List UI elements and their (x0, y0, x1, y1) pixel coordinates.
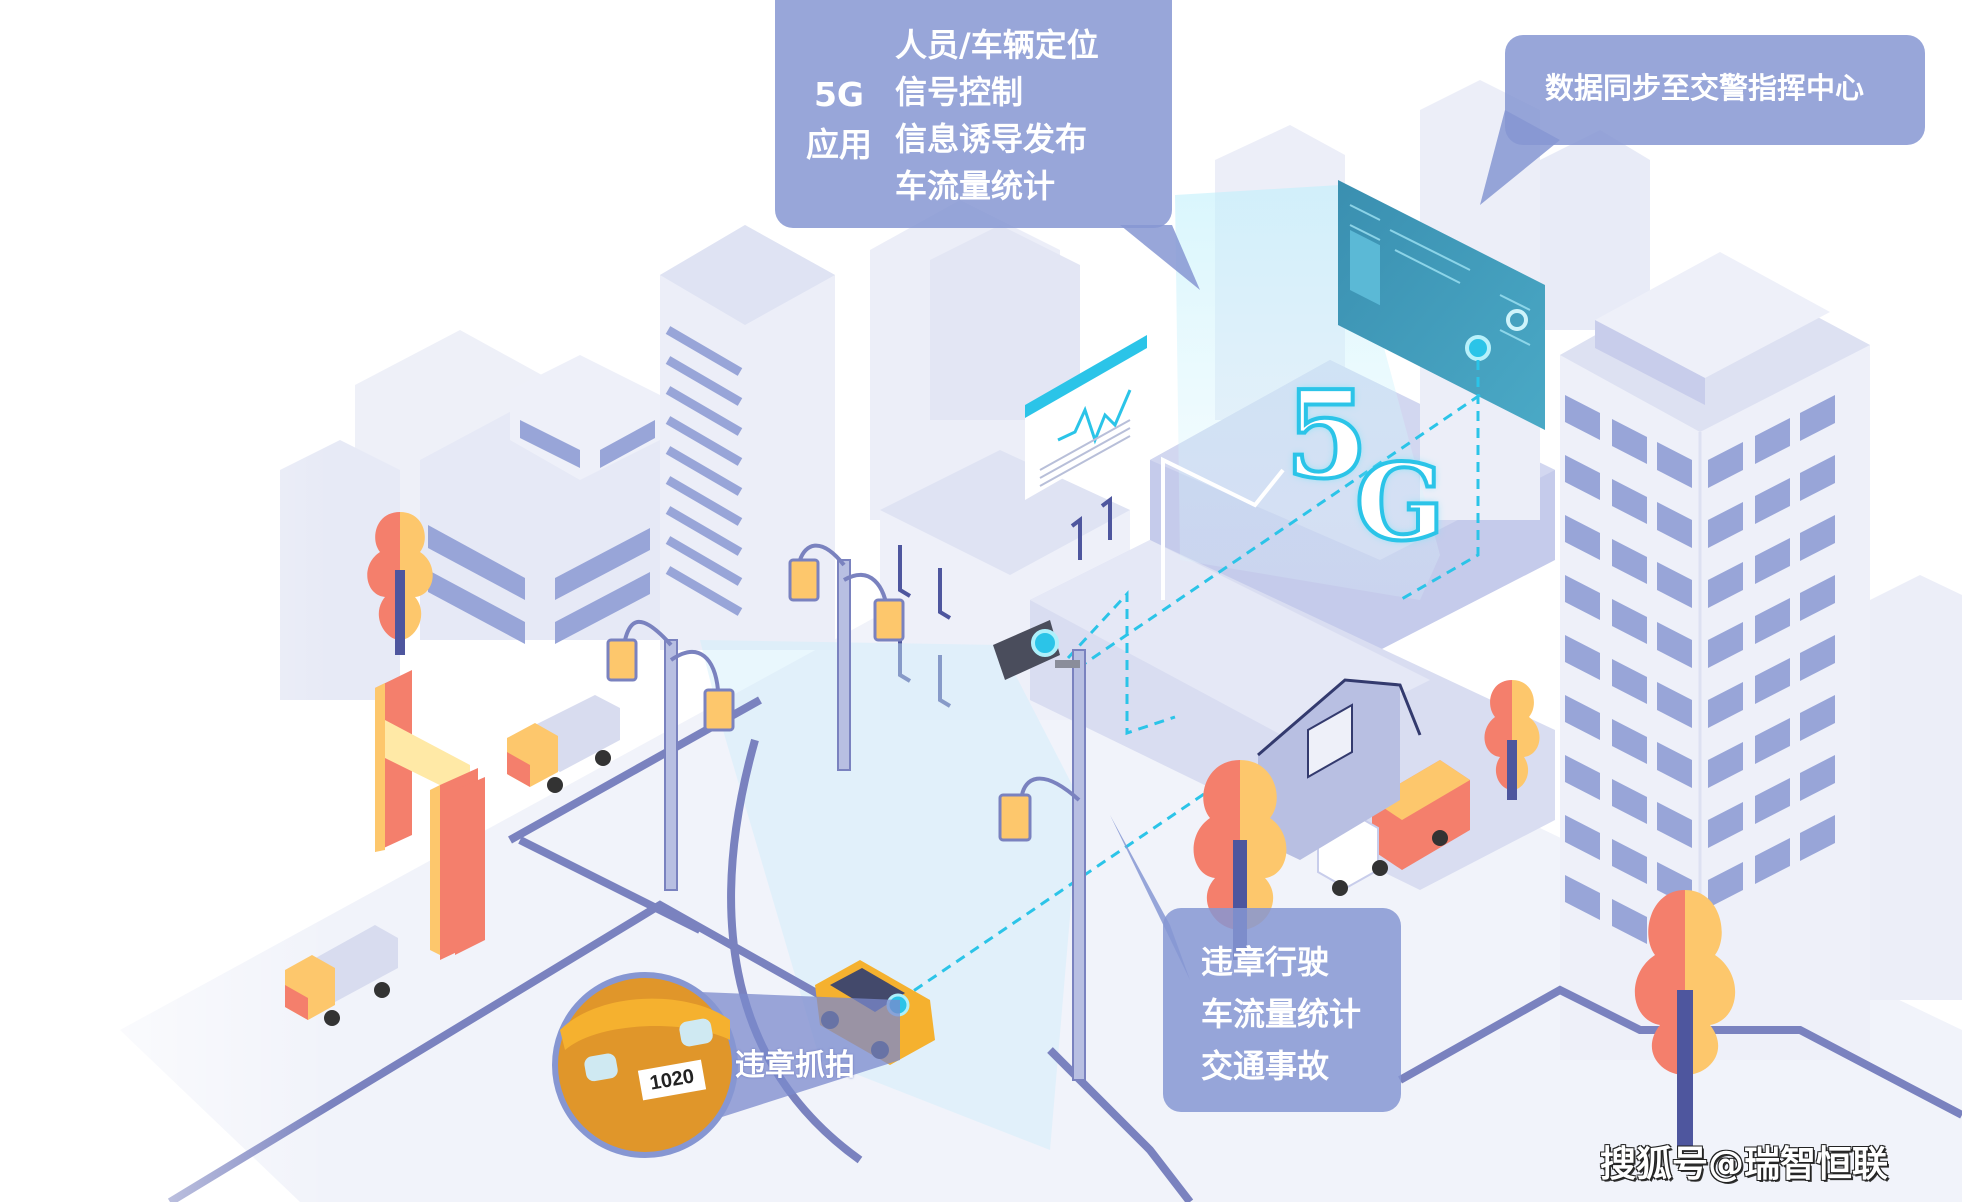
truck-left-2 (507, 695, 620, 793)
dashboard-screen (1338, 180, 1545, 430)
title-application: 应用 (806, 125, 872, 164)
bubble-5g-list: 人员/车辆定位 信号控制 信息诱导发布 车流量统计 (895, 22, 1099, 210)
tree-left (367, 512, 433, 655)
list-item: 车流量统计 (1201, 995, 1362, 1033)
truck-left-1 (285, 925, 398, 1026)
building-left-office (420, 355, 660, 644)
bubble-events-list: 违章行驶 车流量统计 交通事故 (1201, 936, 1361, 1092)
heartbeat-screen (1025, 335, 1147, 500)
list-item: 人员/车辆定位 (895, 26, 1099, 64)
magnifier-circle (552, 972, 738, 1158)
left-fade (0, 0, 330, 1202)
list-item: 交通事故 (1201, 1047, 1330, 1085)
list-item: 违章行驶 (1201, 943, 1330, 981)
bubble-traffic-events: 违章行驶 车流量统计 交通事故 (1163, 908, 1401, 1112)
truck-right (1317, 760, 1470, 896)
5g-sign-g: G (1353, 438, 1447, 566)
bubble-5g-applications: 5G 应用 人员/车辆定位 信号控制 信息诱导发布 车流量统计 (775, 0, 1172, 228)
barn-building (1257, 678, 1422, 860)
5g-sign-five: 5 (1283, 363, 1370, 508)
bubble-data-sync: 数据同步至交警指挥中心 (1505, 35, 1925, 145)
data-links (899, 360, 1481, 1002)
capture-label: 违章抓拍 (735, 1048, 855, 1083)
building-center-low (880, 450, 1130, 720)
building-right-tower (1420, 80, 1962, 1060)
watermark: 搜狐号@瑞智恒联 (1600, 1144, 1889, 1185)
bubble-5g-title: 5G 应用 (797, 70, 881, 170)
list-item: 车流量统计 (895, 167, 1056, 205)
list-item: 信息诱导发布 (895, 120, 1088, 158)
street-lamps (623, 543, 1086, 1081)
bubble-5g-tail (1120, 225, 1200, 290)
bubble-sync-text: 数据同步至交警指挥中心 (1545, 71, 1865, 105)
tree-right-large (1634, 890, 1736, 1150)
lamp-lanterns (606, 558, 1032, 842)
gate-arch (375, 670, 485, 960)
camera-beam (700, 640, 1080, 1150)
title-5g: 5G (813, 75, 865, 114)
list-item: 信号控制 (895, 73, 1024, 111)
tree-right-small (1484, 680, 1540, 800)
surveillance-camera (993, 620, 1080, 680)
5g-cable (1161, 456, 1285, 600)
building-left-tower (660, 225, 835, 650)
